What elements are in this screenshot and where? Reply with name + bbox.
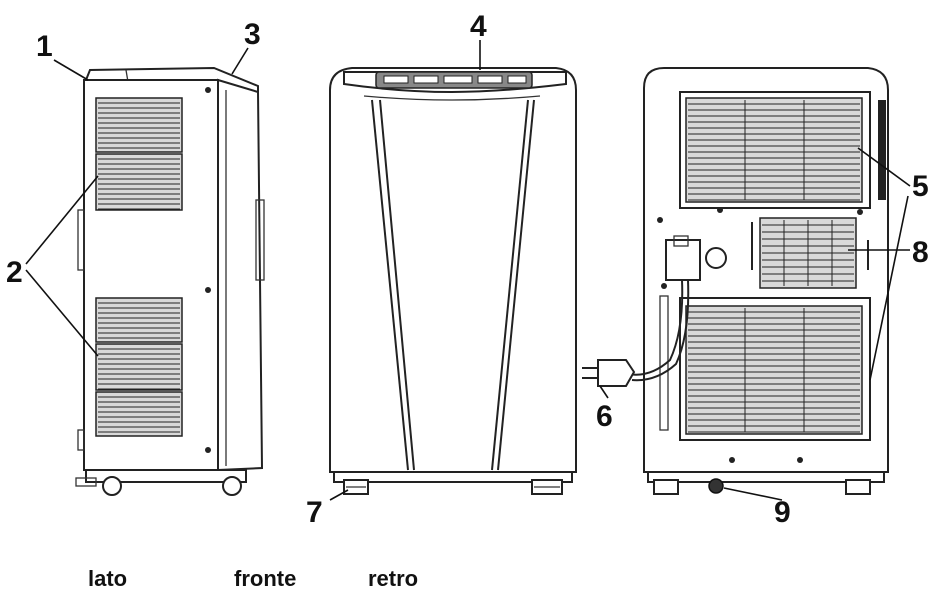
callout-7: 7 [306,496,323,529]
callout-4: 4 [470,10,487,43]
back-view [582,67,889,495]
side-view [75,66,265,496]
callout-1: 1 [36,30,53,63]
callout-8: 8 [912,236,929,269]
callout-9: 9 [774,496,791,529]
callout-3: 3 [244,18,261,51]
caption-back: retro [368,566,418,591]
callout-2: 2 [6,256,23,289]
callout-6: 6 [596,400,613,433]
caption-side: lato [88,566,127,591]
front-view [329,67,577,495]
leader-lines [25,40,911,501]
callout-5: 5 [912,170,929,203]
caption-front: fronte [234,566,296,591]
